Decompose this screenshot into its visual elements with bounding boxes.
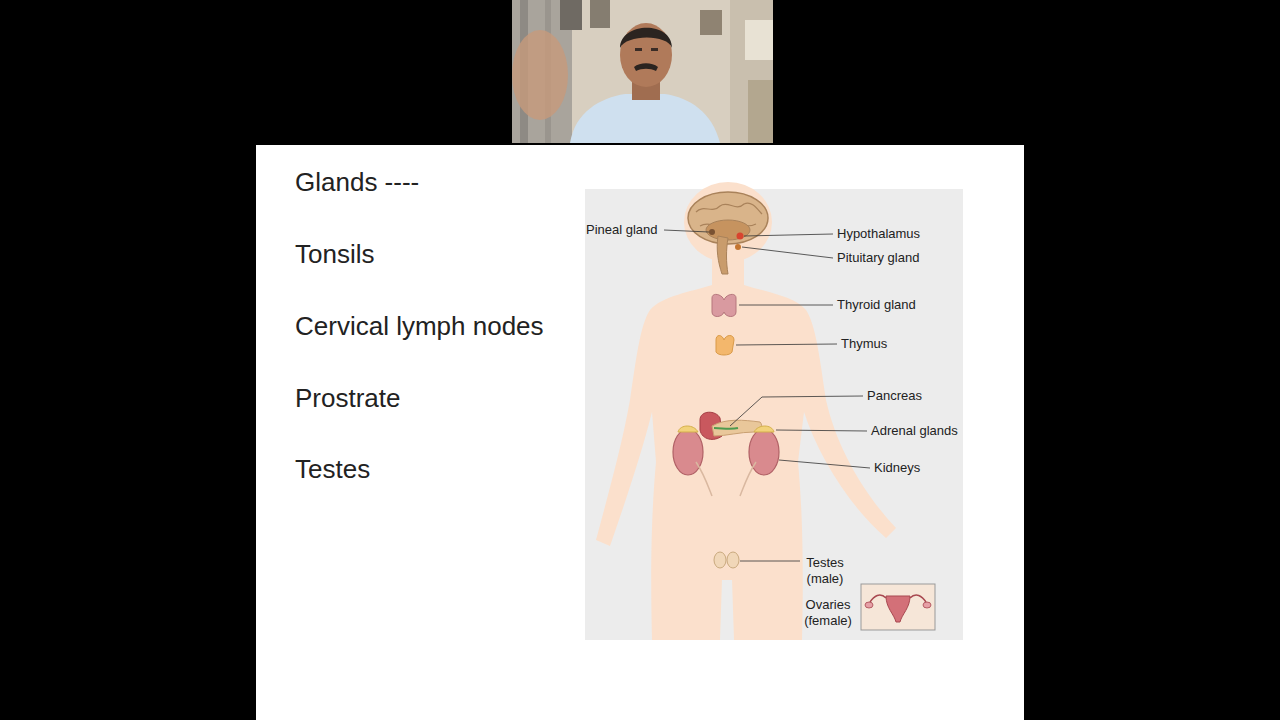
part-label: Pineal gland xyxy=(586,222,658,238)
slide-title: Glands ---- xyxy=(295,166,419,199)
slide xyxy=(256,145,1024,720)
part-label: Ovaries (female) xyxy=(800,597,856,630)
part-label: Pancreas xyxy=(867,388,922,404)
leader-lines xyxy=(664,230,870,561)
part-label: Thymus xyxy=(841,336,887,352)
part-label: Adrenal glands xyxy=(871,423,958,439)
list-item: Cervical lymph nodes xyxy=(295,310,544,343)
list-item: Prostrate xyxy=(295,382,401,415)
webcam-video xyxy=(512,0,773,143)
list-item: Testes xyxy=(295,453,370,486)
part-label: Hypothalamus xyxy=(837,226,920,242)
list-item: Tonsils xyxy=(295,238,374,271)
part-label: Kidneys xyxy=(874,460,920,476)
endocrine-illustration xyxy=(585,182,963,640)
part-label: Pituitary gland xyxy=(837,250,919,266)
part-label: Thyroid gland xyxy=(837,297,916,313)
part-label: Testes (male) xyxy=(802,555,848,588)
